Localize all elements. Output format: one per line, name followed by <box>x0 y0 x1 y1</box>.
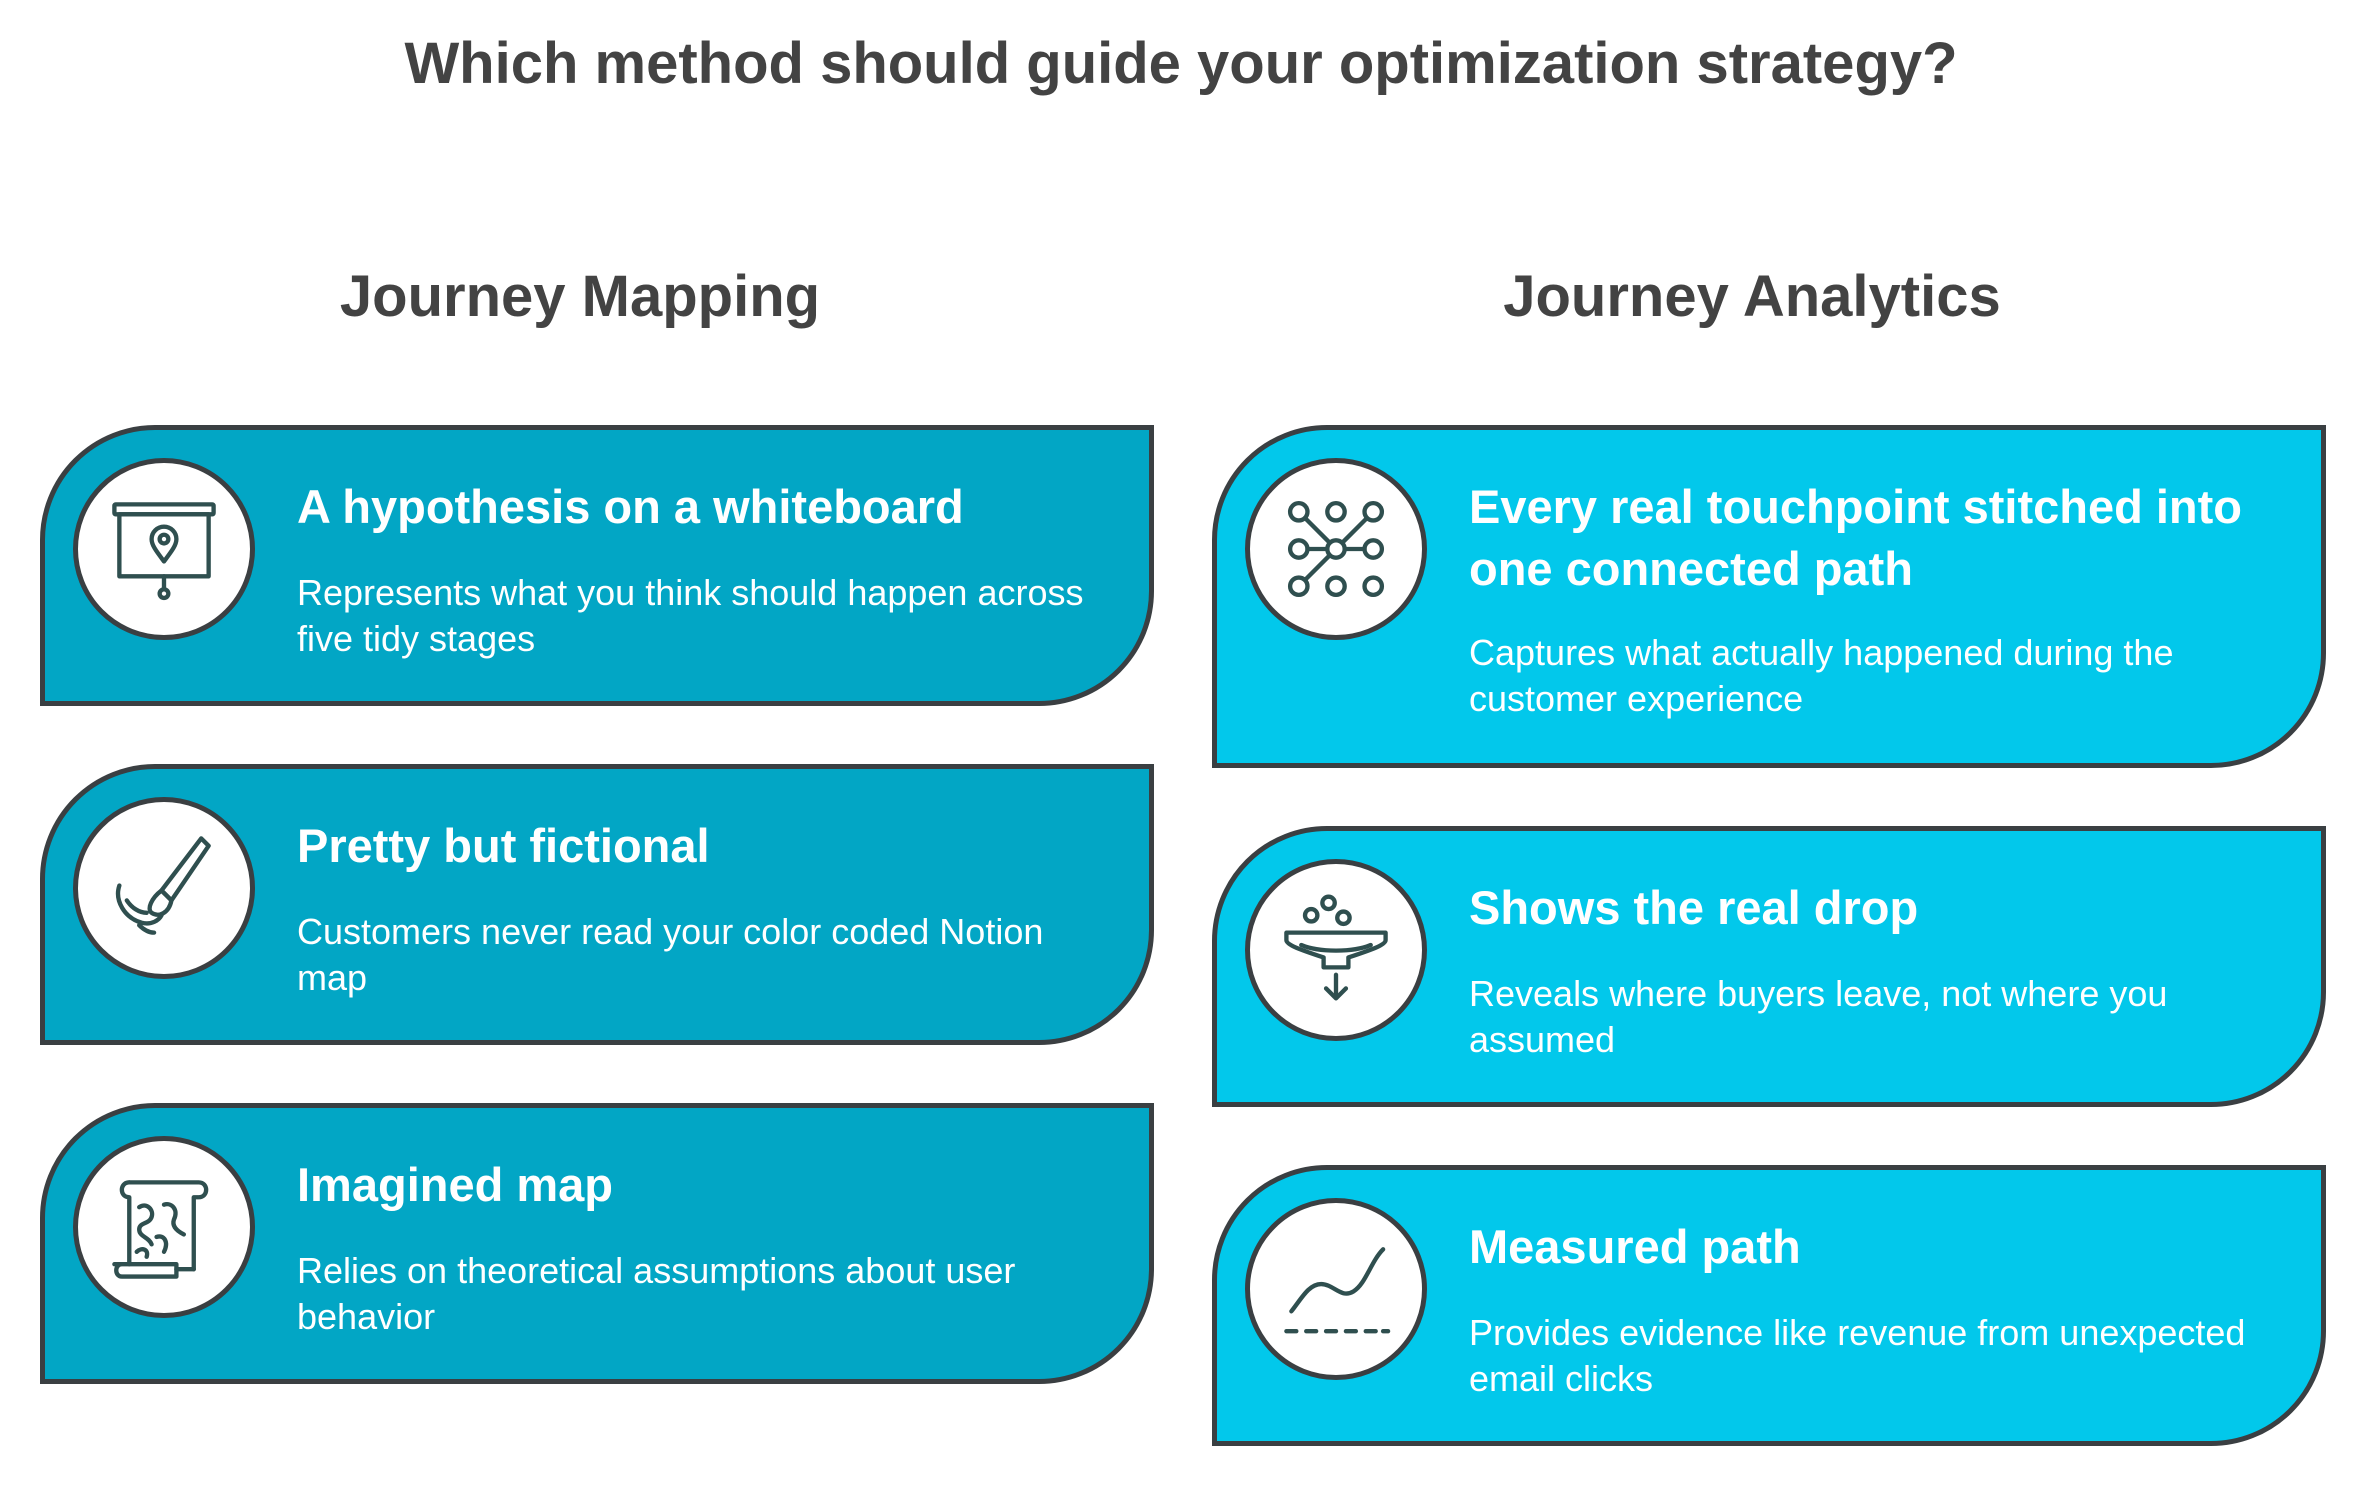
column-heading-journey-analytics: Journey Analytics <box>1503 264 2001 329</box>
page-title: Which method should guide your optimizat… <box>404 31 1958 96</box>
card-description: Reveals where buyers leave, not where yo… <box>1469 973 2168 1060</box>
card-description: Relies on theoretical assumptions about … <box>297 1250 1016 1337</box>
column-heading-journey-mapping: Journey Mapping <box>339 264 821 329</box>
scroll-map-icon <box>73 1136 255 1318</box>
line-trend-icon <box>1245 1198 1427 1380</box>
whiteboard-location-icon <box>73 458 255 640</box>
connected-nodes-icon <box>1245 458 1427 640</box>
funnel-icon <box>1245 859 1427 1041</box>
card-measured-path: Measured path Provides evidence like rev… <box>1212 1165 2326 1446</box>
card-heading: Measured path <box>1469 1220 1801 1273</box>
paintbrush-icon <box>73 797 255 979</box>
card-description: Customers never read your color coded No… <box>297 911 1044 998</box>
card-heading: Pretty but fictional <box>297 819 710 872</box>
card-hypothesis-whiteboard: A hypothesis on a whiteboard Represents … <box>40 425 1154 706</box>
card-pretty-but-fictional: Pretty but fictional Customers never rea… <box>40 764 1154 1045</box>
card-shows-the-real-drop: Shows the real drop Reveals where buyers… <box>1212 826 2326 1107</box>
card-every-real-touchpoint: Every real touchpoint stitched into one … <box>1212 425 2326 768</box>
card-heading: Imagined map <box>297 1158 614 1211</box>
card-heading: Shows the real drop <box>1469 881 1919 934</box>
card-heading: Every real touchpoint stitched into one … <box>1469 480 2242 595</box>
card-description: Represents what you think should happen … <box>297 572 1084 659</box>
card-heading: A hypothesis on a whiteboard <box>297 480 964 533</box>
card-description: Provides evidence like revenue from unex… <box>1469 1312 2246 1399</box>
card-imagined-map: Imagined map Relies on theoretical assum… <box>40 1103 1154 1384</box>
card-description: Captures what actually happened during t… <box>1469 632 2174 719</box>
